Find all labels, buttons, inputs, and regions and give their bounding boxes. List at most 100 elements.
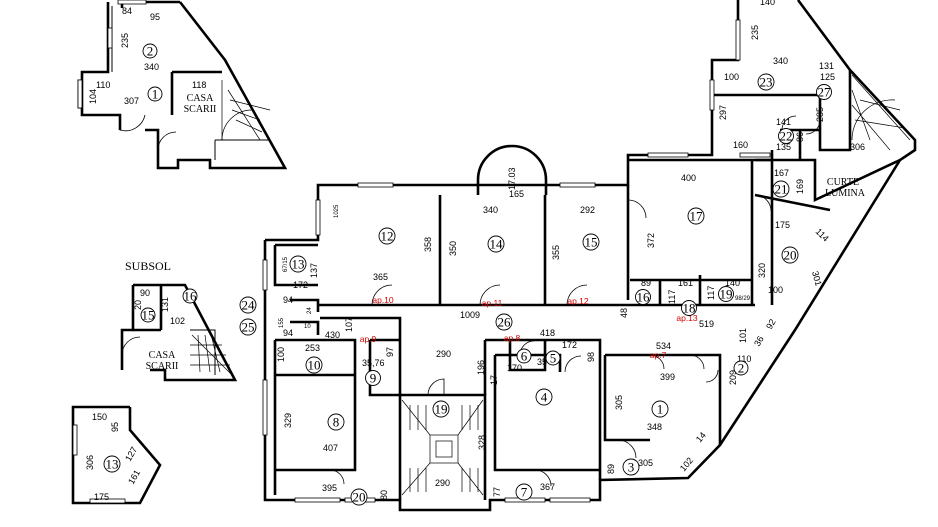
dim-label: 320 — [757, 263, 767, 278]
dim-label: 365 — [373, 272, 388, 282]
dim-label: 94 — [283, 295, 293, 305]
dim-label: 131 — [160, 297, 170, 312]
dim-label: 400 — [681, 173, 696, 183]
dim-label: 117 — [706, 286, 716, 300]
staircase-top-right — [851, 74, 911, 151]
dim-label: 534 — [656, 341, 671, 351]
room-number: 7 — [521, 485, 528, 500]
dim-label: 253 — [305, 343, 320, 353]
dim-label: 209 — [728, 370, 738, 385]
dim-label: 17.03 — [507, 167, 517, 190]
dim-label: 14 — [694, 430, 708, 444]
dim-label: 114 — [814, 226, 831, 243]
dim-label: 348 — [647, 422, 662, 432]
dim-label: 340 — [483, 205, 498, 215]
dim-label: 118 — [192, 80, 206, 90]
dim-label: 170 — [507, 363, 522, 373]
ap-label: ap.13 — [676, 313, 698, 323]
dim-label: 95 — [150, 12, 160, 22]
dim-label: 48 — [619, 308, 629, 318]
dim-label: 165 — [509, 189, 524, 199]
stair-label: SCARII — [146, 361, 179, 372]
dim-label: 307 — [124, 96, 139, 106]
dim-label: 97 — [385, 347, 395, 357]
dim-label: 161 — [126, 468, 142, 486]
dim-label: 100 — [724, 72, 739, 82]
dim-label: 17 — [489, 375, 499, 385]
room-number: 18 — [683, 301, 696, 316]
dim-label: 35 — [537, 357, 547, 367]
dim-label: 100 — [276, 347, 286, 362]
dim-label: 301 — [810, 270, 824, 287]
dim-label: 24 — [307, 307, 313, 314]
dim-label: 127 — [123, 445, 139, 463]
room-number: 3 — [628, 460, 635, 475]
dim-label: 340 — [773, 56, 788, 66]
dim-label: 150 — [92, 412, 107, 422]
dim-label: 167 — [774, 168, 789, 178]
dim-label: 102 — [678, 455, 695, 473]
room-number: 2 — [147, 44, 154, 59]
dim-label: 172 — [293, 280, 308, 290]
dim-label: 235 — [120, 33, 130, 48]
room-number: 8 — [333, 415, 340, 430]
dim-label: 140 — [725, 278, 740, 288]
stair-label: CASA — [149, 350, 176, 361]
dim-label: 10 — [304, 324, 311, 330]
dim-label: 86 — [795, 132, 805, 142]
dim-label: 104 — [88, 89, 98, 104]
room-number: 24 — [242, 298, 256, 313]
room-number: 14 — [490, 237, 504, 252]
dim-label: 306 — [850, 142, 865, 152]
dim-label: 418 — [540, 328, 555, 338]
dim-label: 135 — [776, 142, 791, 152]
dim-label: 196 — [476, 360, 486, 375]
room-number: 16 — [184, 289, 198, 304]
dim-label: 84 — [122, 6, 132, 16]
room-number: 16 — [637, 290, 651, 305]
dim-label: 290 — [435, 478, 450, 488]
dim-label: 430 — [325, 330, 340, 340]
room-number: 27 — [818, 85, 832, 100]
room-number: 1 — [657, 402, 664, 417]
room-number: 23 — [760, 75, 773, 90]
dim-label: 20 — [133, 300, 143, 310]
dim-label: 140 — [760, 0, 775, 7]
room-number: 22 — [780, 129, 793, 144]
dim-label: 372 — [646, 233, 656, 248]
room-number: 20 — [353, 490, 366, 505]
room-number: 1 — [152, 87, 159, 102]
dim-label: 98/29 — [735, 296, 751, 302]
room-number: 19 — [720, 287, 733, 302]
dim-label: 80 — [379, 490, 389, 500]
room-number: 9 — [370, 371, 377, 386]
dim-label: 399 — [660, 372, 675, 382]
dim-label: 98 — [586, 352, 596, 362]
ap-label: ap.10 — [372, 295, 394, 305]
dim-label: 340 — [144, 62, 159, 72]
room-number: 25 — [242, 320, 255, 335]
room-number: 4 — [541, 390, 548, 405]
dim-label: 141 — [776, 117, 791, 127]
ap-label: ap.12 — [567, 296, 589, 306]
dim-label: 175 — [775, 220, 790, 230]
stair-label: SCARII — [184, 104, 217, 115]
dim-label: 90 — [140, 288, 150, 298]
dim-label: 328 — [477, 435, 487, 450]
court-label: LUMINA — [825, 188, 866, 199]
dim-label: 125 — [820, 72, 835, 82]
dim-label: 355 — [551, 245, 561, 260]
dim-label: 306 — [85, 455, 95, 470]
dim-label: 172 — [562, 340, 577, 350]
dim-label: 92 — [764, 317, 778, 331]
stair-label: CASA — [187, 93, 214, 104]
dim-label: 131 — [819, 61, 834, 71]
dim-label: 89 — [606, 464, 616, 474]
dim-label: 35,76 — [362, 358, 385, 368]
room-number: 26 — [498, 315, 512, 330]
room-number: 6 — [521, 349, 528, 364]
room-number: 19 — [435, 402, 448, 417]
dim-label: 95 — [110, 422, 120, 432]
dim-label: 305 — [638, 458, 653, 468]
dim-label: 407 — [323, 443, 338, 453]
